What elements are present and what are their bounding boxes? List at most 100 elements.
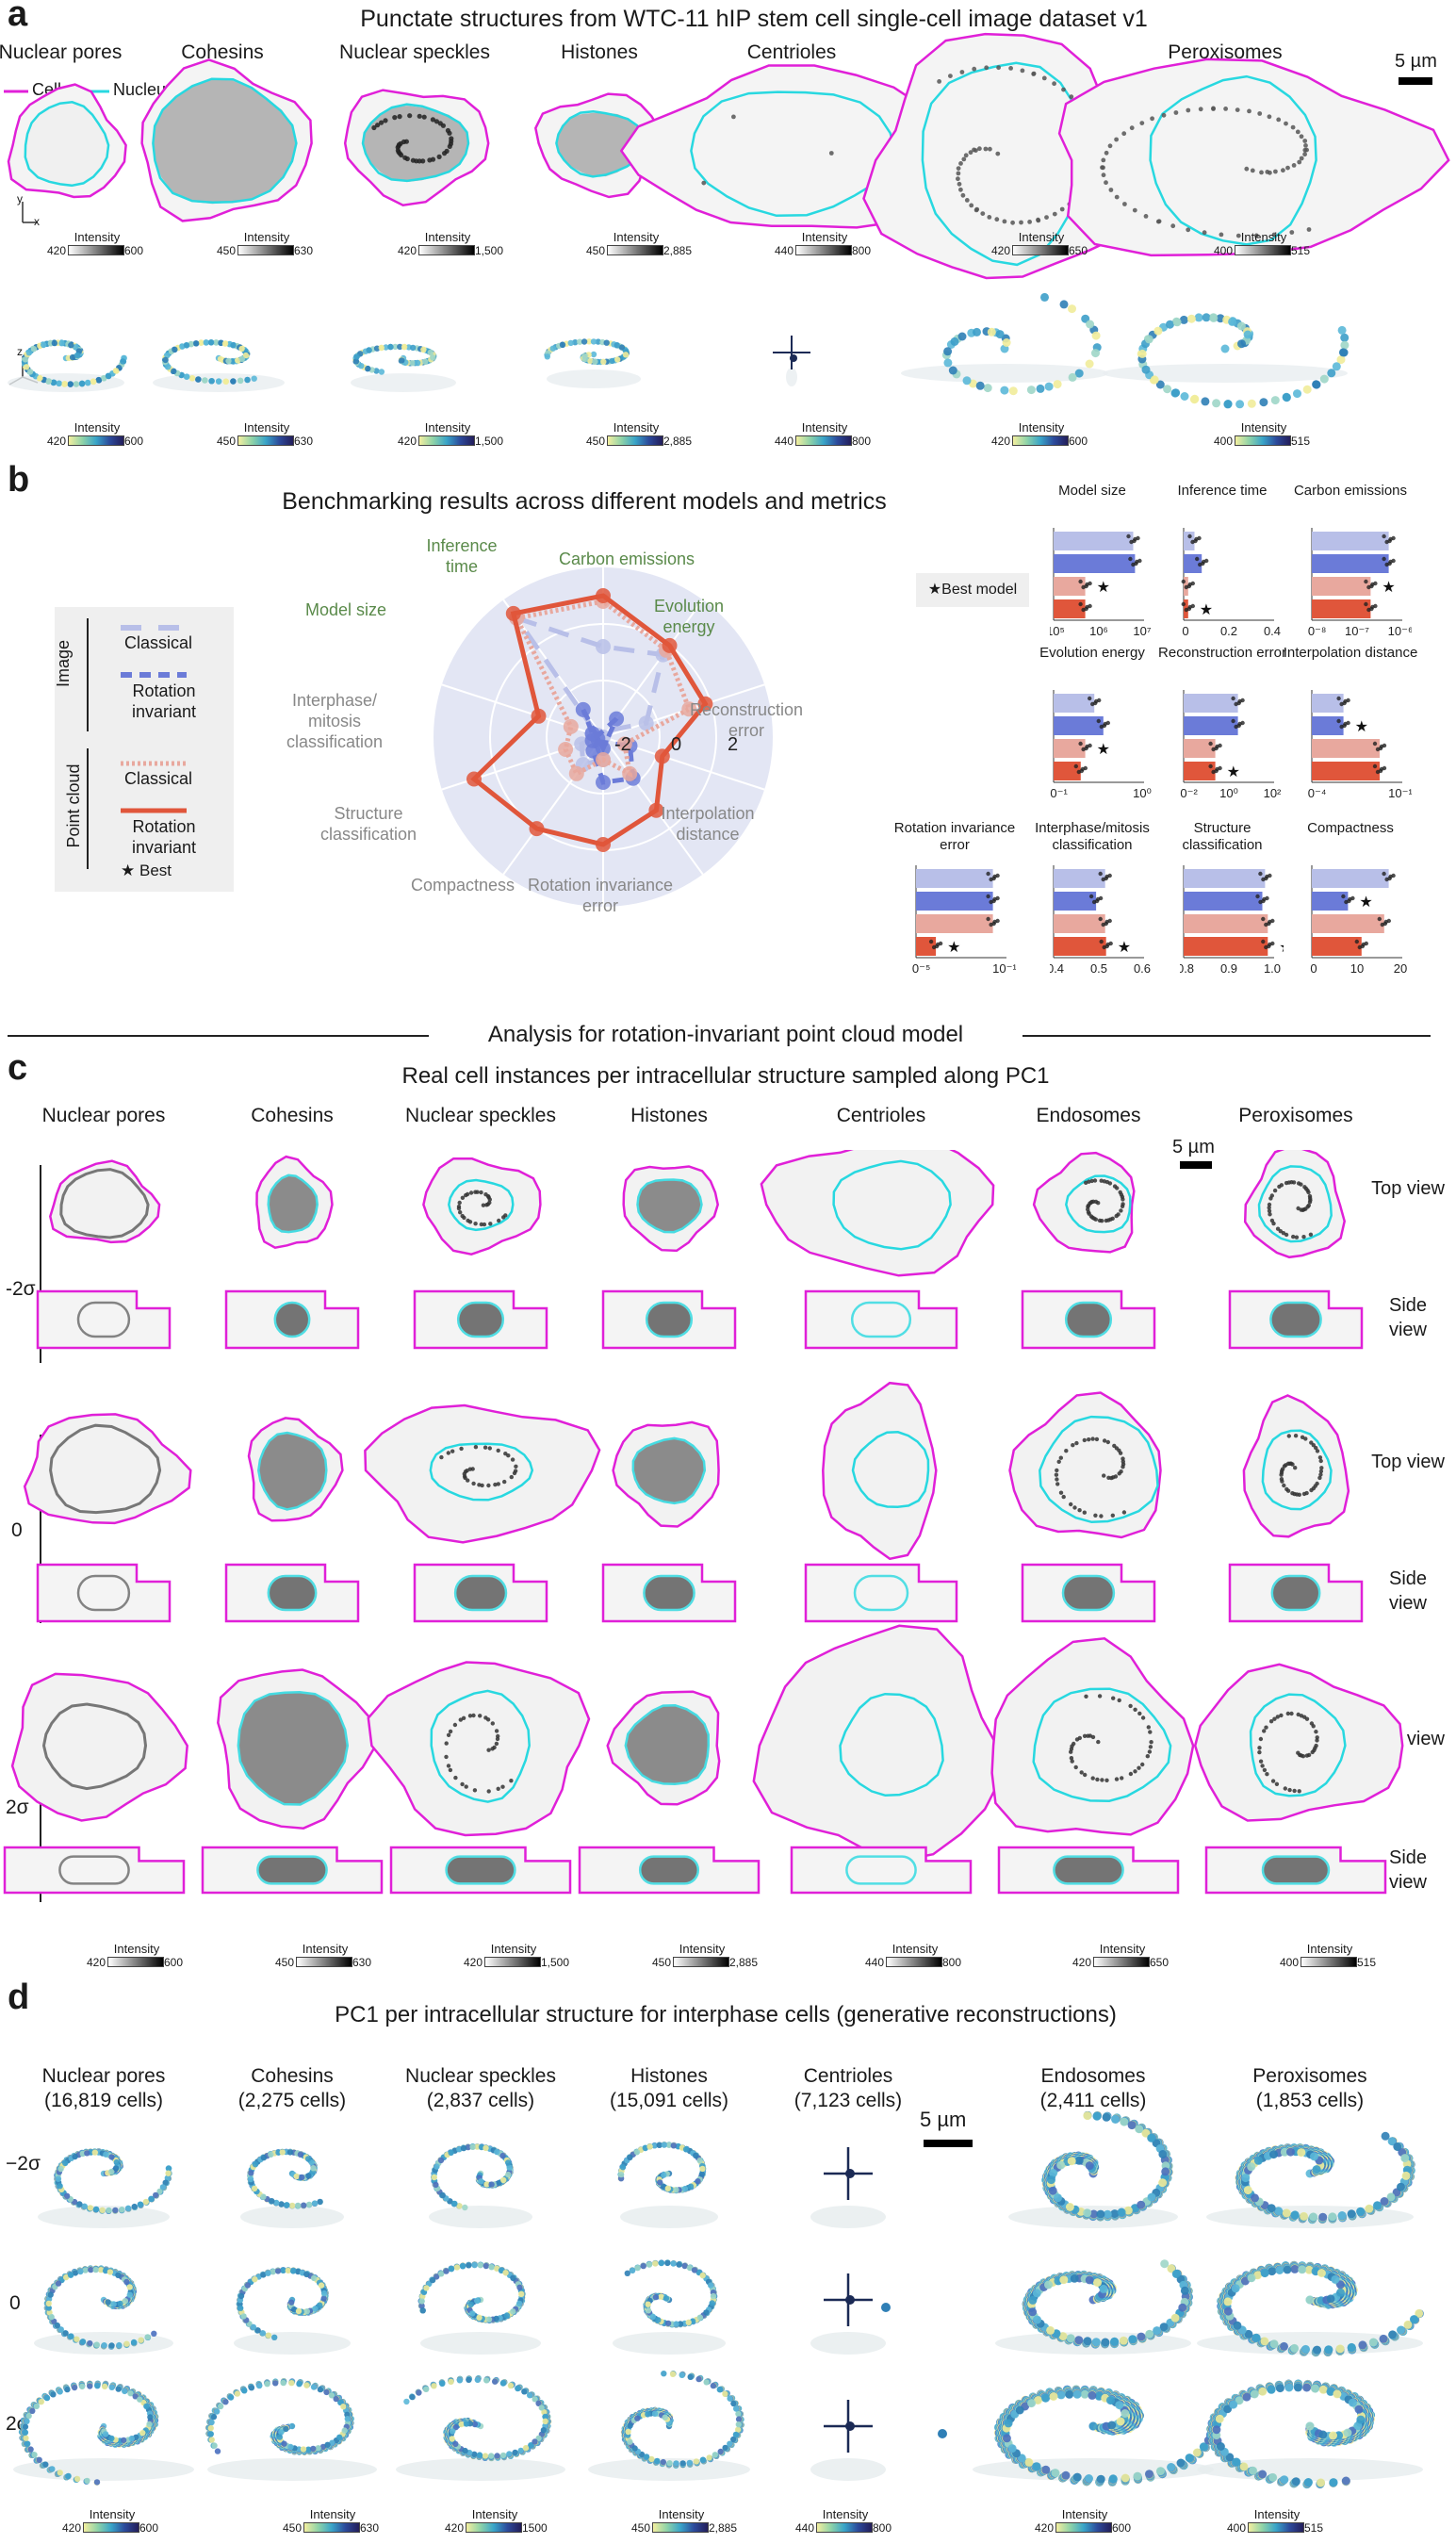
mini-chart-title: Model size xyxy=(1058,483,1126,499)
best-star-icon: ★ xyxy=(1097,742,1110,758)
panel-a-letter: a xyxy=(8,0,28,34)
intensity-label: Intensity xyxy=(613,230,660,244)
panel-a-scale-bar xyxy=(1399,77,1432,85)
mini-x-tick: 10⁻⁶ xyxy=(1388,624,1412,638)
panel-d-letter: d xyxy=(8,1978,30,2017)
intensity-label: Intensity xyxy=(243,230,290,244)
mini-x-tick: 0.8 xyxy=(1180,961,1194,976)
mini-bar xyxy=(1312,716,1344,735)
row-bracket-minus2 xyxy=(40,1165,41,1363)
colorbar-max: 1,500 xyxy=(475,435,504,448)
colorbar-max: 630 xyxy=(294,244,314,257)
mini-bar xyxy=(1054,914,1105,933)
intensity-label: Intensity xyxy=(1306,1942,1353,1956)
mini-x-tick: 0.5 xyxy=(1090,961,1107,976)
colorbar-max: 2,885 xyxy=(729,1956,759,1969)
colorbar-min: 450 xyxy=(216,244,236,257)
radar-axis-label: Evolution energy xyxy=(653,597,725,636)
colorbar xyxy=(1235,245,1291,255)
colorbar xyxy=(816,2522,873,2533)
colorbar xyxy=(886,1957,942,1967)
mini-chart-title: Carbon emissions xyxy=(1293,483,1408,499)
mini-chart-title: Inference time xyxy=(1177,483,1268,499)
panel-c-structure-label: Centrioles xyxy=(836,1105,926,1126)
cell-count: (2,411 cells) xyxy=(1039,2090,1147,2111)
structure-name: Histones xyxy=(630,2065,708,2087)
intensity-label: Intensity xyxy=(1061,2507,1108,2521)
d-row-label-zero: 0 xyxy=(9,2292,21,2314)
mini-chart-title: Interphase/mitosis classification xyxy=(1035,820,1150,853)
best-star-icon: ★ xyxy=(1118,940,1131,956)
colorbar-max: 800 xyxy=(852,244,872,257)
benchmark-legend: Image Point cloud Classical Rotation inv… xyxy=(54,607,234,892)
panel-c-scale-bar xyxy=(1180,1161,1212,1169)
intensity-label: Intensity xyxy=(1240,230,1287,244)
mini-x-tick: 0.9 xyxy=(1220,961,1237,976)
mini-bar xyxy=(1312,554,1389,573)
mini-x-tick: 0 xyxy=(1310,961,1317,976)
mini-chart-title: Evolution energy xyxy=(1039,645,1145,661)
intensity-label: Intensity xyxy=(801,230,848,244)
mini-x-tick: 10 xyxy=(1350,961,1364,976)
mini-bar xyxy=(1312,577,1371,596)
mini-bar xyxy=(916,869,993,888)
best-star-icon: ★ xyxy=(1097,580,1110,596)
panel-a-structure-label: Nuclear pores xyxy=(0,41,123,63)
colorbar-min: 450 xyxy=(216,435,236,448)
colorbar-min: 420 xyxy=(397,244,417,257)
panel-d-scale-bar-label: 5 µm xyxy=(920,2108,967,2131)
legend-nucleus-label: Nucleus xyxy=(113,80,175,99)
panel-c-structure-label: Cohesins xyxy=(251,1105,334,1126)
panel-a-structure-label: Cohesins xyxy=(181,41,264,63)
structure-name: Nuclear speckles xyxy=(405,2065,556,2087)
mini-bar xyxy=(1054,892,1097,911)
cell-count: (2,275 cells) xyxy=(237,2090,347,2111)
mini-x-tick: 10⁰ xyxy=(1133,786,1152,800)
colorbar-min: 420 xyxy=(444,2521,464,2535)
mini-bar xyxy=(1054,694,1095,713)
cell-count: (7,123 cells) xyxy=(793,2090,903,2111)
mini-x-tick: 10⁻¹ xyxy=(1050,786,1068,800)
colorbar xyxy=(107,1957,164,1967)
d-row-label-minus2: −2σ xyxy=(6,2153,41,2175)
mini-x-tick: 10⁶ xyxy=(1089,624,1108,638)
panel-a-structure-label: Peroxisomes xyxy=(1168,41,1283,63)
intensity-label: Intensity xyxy=(243,420,290,435)
best-star-icon: ★ xyxy=(947,940,960,956)
mini-bar xyxy=(1312,694,1344,713)
colorbar-min: 400 xyxy=(1213,244,1233,257)
intensity-label: Intensity xyxy=(490,1942,537,1956)
intensity-label: Intensity xyxy=(822,2507,869,2521)
panel-a-structure-label: Histones xyxy=(561,41,638,63)
colorbar-max: 1,500 xyxy=(541,1956,570,1969)
mini-bar xyxy=(1312,532,1389,550)
panel-a-scale-bar-label: 5 µm xyxy=(1395,51,1437,72)
panel-d-structure-label: Endosomes(2,411 cells) xyxy=(985,2064,1202,2113)
mini-bar xyxy=(1184,739,1216,758)
mini-x-tick: 10⁻² xyxy=(1180,786,1198,800)
colorbar-min: 420 xyxy=(46,244,66,257)
side-view-label: Side view xyxy=(1388,1568,1428,1614)
colorbar-min: 420 xyxy=(397,435,417,448)
colorbar xyxy=(607,435,663,446)
mini-x-tick: 0.2 xyxy=(1220,624,1237,638)
panel-d-structure-label: Centrioles(7,123 cells) xyxy=(740,2064,957,2113)
intensity-label: Intensity xyxy=(309,2507,356,2521)
colorbar-min: 400 xyxy=(1226,2521,1246,2535)
